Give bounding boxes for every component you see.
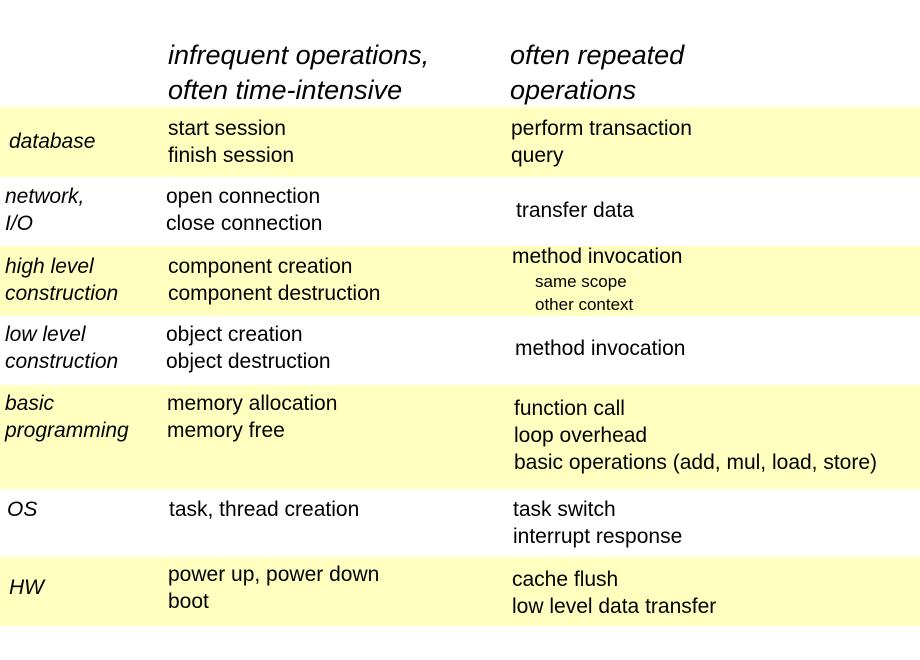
operation-item: start session bbox=[168, 117, 286, 140]
table-row-database: database start session finish session pe… bbox=[0, 107, 920, 177]
table-row-high-level-construction: high level construction component creati… bbox=[0, 243, 920, 316]
category-hw: HW bbox=[9, 574, 44, 601]
operation-item: finish session bbox=[168, 144, 295, 167]
infrequent-ops-network-io: open connection close connection bbox=[166, 183, 322, 237]
category-line: HW bbox=[9, 576, 44, 599]
operation-subitem: other context bbox=[535, 295, 634, 314]
infrequent-ops-high-level-construction: component creation component destruction bbox=[168, 253, 380, 307]
repeated-ops-hw: cache flush low level data transfer bbox=[512, 566, 716, 620]
table-row-network-io: network, I/O open connection close conne… bbox=[0, 177, 920, 246]
repeated-ops-os: task switch interrupt response bbox=[513, 496, 682, 550]
category-line: basic bbox=[5, 392, 55, 415]
operation-item: close connection bbox=[166, 212, 323, 235]
operation-item: object destruction bbox=[166, 350, 331, 373]
category-high-level-construction: high level construction bbox=[5, 253, 118, 307]
category-line: network, bbox=[5, 185, 85, 208]
operation-item: method invocation bbox=[515, 337, 686, 360]
operation-item: perform transaction bbox=[511, 117, 692, 140]
operation-item: low level data transfer bbox=[512, 595, 717, 618]
operation-item: interrupt response bbox=[513, 525, 683, 548]
table-row-low-level-construction: low level construction object creation o… bbox=[0, 316, 920, 385]
category-line: construction bbox=[5, 350, 119, 373]
category-line: OS bbox=[7, 498, 38, 521]
header-infrequent-line-1: infrequent operations, bbox=[168, 40, 430, 70]
operation-item: power up, power down bbox=[168, 563, 380, 586]
operation-item: boot bbox=[168, 590, 209, 613]
operation-item: basic operations (add, mul, load, store) bbox=[514, 451, 878, 474]
operation-item: loop overhead bbox=[514, 424, 648, 447]
repeated-ops-database: perform transaction query bbox=[511, 115, 692, 169]
header-repeated-line-2: operations bbox=[510, 75, 637, 105]
category-line: low level bbox=[5, 323, 86, 346]
repeated-ops-network-io: transfer data bbox=[516, 197, 634, 224]
table-row-basic-programming: basic programming memory allocation memo… bbox=[0, 385, 920, 489]
category-os: OS bbox=[7, 496, 37, 523]
operation-item: memory allocation bbox=[167, 392, 338, 415]
operation-item: cache flush bbox=[512, 568, 619, 591]
operation-item: object creation bbox=[166, 323, 303, 346]
header-repeated-line-1: often repeated bbox=[510, 40, 685, 70]
operation-item: component destruction bbox=[168, 282, 381, 305]
infrequent-ops-low-level-construction: object creation object destruction bbox=[166, 321, 331, 375]
operation-subitem: same scope bbox=[535, 272, 627, 291]
operation-item: method invocation bbox=[512, 245, 683, 268]
category-basic-programming: basic programming bbox=[5, 390, 129, 444]
repeated-ops-basic-programming: function call loop overhead basic operat… bbox=[514, 395, 877, 476]
repeated-ops-low-level-construction: method invocation bbox=[515, 335, 685, 362]
table-row-os: OS task, thread creation task switch int… bbox=[0, 489, 920, 557]
operation-item: transfer data bbox=[516, 199, 634, 222]
category-line: high level bbox=[5, 255, 94, 278]
category-line: programming bbox=[5, 419, 129, 442]
header-infrequent-operations: infrequent operations, often time-intens… bbox=[168, 38, 429, 108]
operation-item: function call bbox=[514, 397, 625, 420]
operation-item: query bbox=[511, 144, 564, 167]
infrequent-ops-basic-programming: memory allocation memory free bbox=[167, 390, 337, 444]
category-line: database bbox=[9, 130, 96, 153]
category-line: I/O bbox=[5, 212, 34, 235]
operation-item: task, thread creation bbox=[169, 498, 360, 521]
operation-item: memory free bbox=[167, 419, 285, 442]
category-network-io: network, I/O bbox=[5, 183, 84, 237]
operation-item: open connection bbox=[166, 185, 321, 208]
infrequent-ops-os: task, thread creation bbox=[169, 496, 359, 523]
infrequent-ops-hw: power up, power down boot bbox=[168, 561, 379, 615]
table-row-hw: HW power up, power down boot cache flush… bbox=[0, 557, 920, 626]
category-line: construction bbox=[5, 282, 119, 305]
repeated-ops-high-level-construction: method invocation same scope other conte… bbox=[512, 243, 682, 316]
operation-item: component creation bbox=[168, 255, 353, 278]
header-infrequent-line-2: often time-intensive bbox=[168, 75, 403, 105]
category-low-level-construction: low level construction bbox=[5, 321, 118, 375]
header-repeated-operations: often repeated operations bbox=[510, 38, 684, 108]
category-database: database bbox=[9, 128, 95, 155]
operation-item: task switch bbox=[513, 498, 616, 521]
infrequent-ops-database: start session finish session bbox=[168, 115, 294, 169]
